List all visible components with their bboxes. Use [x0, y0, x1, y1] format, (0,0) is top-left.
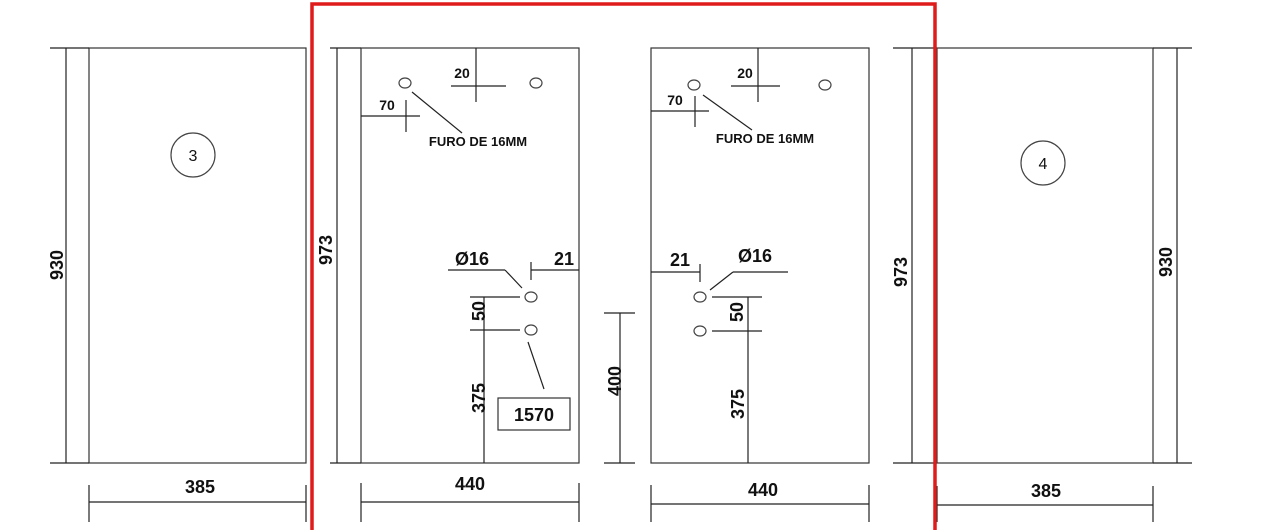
- panel-2-width-label: 440: [748, 480, 778, 500]
- panel-1-boxed-label-frame: [497, 397, 571, 431]
- panel-3-width-label: 385: [185, 477, 215, 497]
- panel-1-top-hole-left: [398, 77, 412, 89]
- panel-1-top-hole-right: [529, 77, 543, 89]
- panel-4-outline: [936, 47, 1154, 464]
- panel-4-width-label: 385: [1031, 481, 1061, 501]
- panel-2-height-label: 973: [891, 257, 911, 287]
- panel-4-badge-circle: [1020, 140, 1066, 186]
- panel-1-side-offset-label: 70: [379, 97, 395, 113]
- panel-2-side-offset-label: 70: [667, 92, 683, 108]
- panel-1-hole-note-leader: [411, 91, 463, 134]
- panel-2-hole-note-leader: [702, 94, 753, 131]
- panel-2-lower-hole-upper: [693, 291, 707, 303]
- panel-1-lower-hole-upper: [524, 291, 538, 303]
- panel-2-lower-hole-bottom: [693, 325, 707, 337]
- panel-1-lower-height-label: 375: [469, 383, 489, 413]
- panel-2-top-offset-label: 20: [737, 65, 753, 81]
- panel-1-outline: [360, 47, 580, 464]
- panel-1-diameter-leader: [504, 269, 523, 289]
- panel-1-lower-hole-bottom: [524, 324, 538, 336]
- gap-height-label: 400: [605, 366, 625, 396]
- gap-dimension: 400: [604, 312, 635, 464]
- panel-4-badge: 4: [1039, 156, 1048, 173]
- panel-2-spacing-label: 50: [727, 302, 747, 322]
- panel-1-spacing-label: 50: [469, 301, 489, 321]
- panel-2-top-hole-right: [818, 79, 832, 91]
- panel-1-hole-note: FURO DE 16MM: [429, 134, 527, 149]
- panel-1-height-label: 973: [316, 235, 336, 265]
- panel-2-edge-offset-label: 21: [670, 250, 690, 270]
- panel-1-boxed-label: 1570: [514, 405, 554, 425]
- panel-3-badge-circle: [170, 132, 216, 178]
- panel-2-diameter-leader: [709, 271, 734, 291]
- panel-1-width-label: 440: [455, 474, 485, 494]
- panel-2-lower-height-label: 375: [728, 389, 748, 419]
- panel-3-outline: [88, 47, 307, 464]
- panel-2-hole-note: FURO DE 16MM: [716, 131, 814, 146]
- panel-2-diameter-label: Ø16: [738, 246, 772, 266]
- panel-1: 973 20 70 FURO DE 16MM Ø16 21 50 375: [316, 47, 580, 522]
- panel-2-outline: [650, 47, 870, 464]
- panel-1-diameter-label: Ø16: [455, 249, 489, 269]
- panel-3: 3 930 385: [47, 47, 307, 522]
- panel-1-box-leader: [527, 341, 545, 390]
- panel-1-top-offset-label: 20: [454, 65, 470, 81]
- panel-3-height-label: 930: [47, 250, 67, 280]
- panel-4: 973 4 930 385: [891, 47, 1192, 522]
- panel-2: 20 70 FURO DE 16MM 21 Ø16 50 375 440: [650, 47, 870, 522]
- highlight-frame: [310, 2, 937, 530]
- panel-4-height-label: 930: [1156, 247, 1176, 277]
- panel-3-badge: 3: [189, 148, 198, 165]
- panel-2-top-hole-left: [687, 79, 701, 91]
- panel-1-edge-offset-label: 21: [554, 249, 574, 269]
